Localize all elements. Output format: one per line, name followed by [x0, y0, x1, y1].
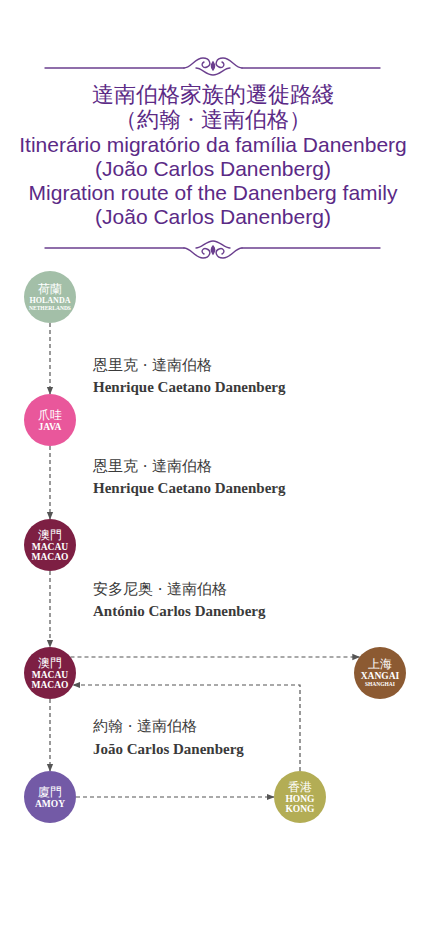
scroll-ornament — [184, 248, 210, 258]
scroll-ornament — [184, 58, 210, 68]
migration-arrow — [49, 446, 50, 519]
rule-line — [45, 247, 184, 248]
person-name: Henrique Caetano Danenberg — [93, 378, 286, 396]
place-name: AMOY — [35, 799, 65, 809]
location-circle: 爪哇JAVA — [24, 394, 76, 446]
rule-line — [242, 247, 380, 248]
subtitle: Itinerário migratório da família Danenbe… — [11, 133, 416, 181]
location-circle: 澳門MACAUMACAO — [24, 647, 76, 699]
place-name: MACAO — [32, 552, 69, 562]
place-name: 香港 — [288, 781, 312, 794]
scroll-ornament — [216, 58, 242, 68]
place-name: 澳門 — [38, 529, 62, 542]
location-circle: 荷蘭HOLANDANETHERLANDS — [24, 271, 76, 323]
migration-arrow — [49, 571, 50, 647]
location-circle: 香港HONG KONG — [274, 771, 326, 823]
place-name: HONG KONG — [275, 794, 325, 814]
person-name-chinese: 恩里克 · 達南伯格 — [93, 356, 212, 374]
place-name: 荷蘭 — [38, 283, 62, 296]
scroll-ornament — [212, 62, 215, 70]
migration-arrow — [76, 796, 274, 797]
place-name: JAVA — [39, 422, 62, 432]
place-name: 澳門 — [38, 657, 62, 670]
location-circle: 上海XANGAISHANGHAI — [354, 647, 406, 699]
person-name-chinese: 安多尼奥 · 達南伯格 — [93, 580, 227, 598]
migration-arrow — [73, 685, 300, 771]
place-name: 上海 — [368, 658, 392, 671]
location-circle: 澳門MACAUMACAO — [24, 519, 76, 571]
ornamental-rule — [45, 58, 380, 75]
migration-arrow — [70, 656, 359, 657]
place-name: SHANGHAI — [365, 681, 395, 688]
migration-arrow — [49, 323, 50, 394]
place-name: MACAU — [32, 670, 68, 680]
subtitle: Migration route of the Danenberg family … — [11, 181, 416, 229]
scroll-ornament — [212, 246, 215, 254]
place-name: 廈門 — [38, 786, 62, 799]
place-name: 爪哇 — [38, 409, 62, 422]
place-name: XANGAI — [361, 671, 400, 681]
person-name: António Carlos Danenberg — [93, 602, 266, 620]
person-name-chinese: 約翰 · 達南伯格 — [93, 717, 197, 735]
place-name: MACAU — [32, 542, 68, 552]
person-name: João Carlos Danenberg — [93, 740, 244, 758]
diagram-title: 達南伯格家族的遷徙路綫 （約翰 · 達南伯格） — [88, 82, 338, 132]
rule-line — [242, 67, 380, 68]
place-name: MACAO — [32, 680, 69, 690]
person-name: Henrique Caetano Danenberg — [93, 479, 286, 497]
rule-line — [45, 67, 184, 68]
ornamental-rule — [45, 241, 380, 258]
person-name-chinese: 恩里克 · 達南伯格 — [93, 457, 212, 475]
place-name: NETHERLANDS — [29, 305, 71, 312]
location-circle: 廈門AMOY — [24, 771, 76, 823]
scroll-ornament — [216, 248, 242, 258]
place-name: HOLANDA — [30, 296, 71, 305]
migration-arrow — [49, 699, 50, 771]
